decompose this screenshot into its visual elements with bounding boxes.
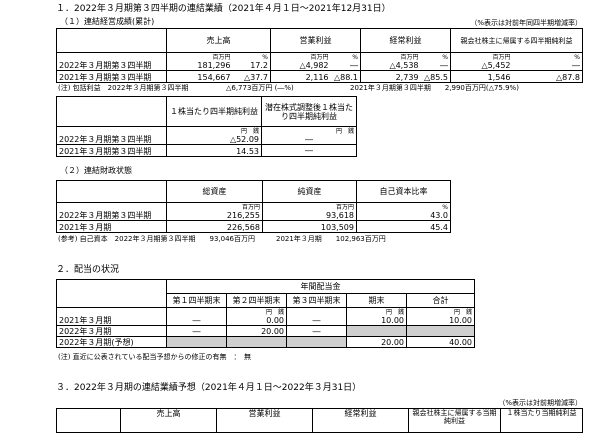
comprehensive-income-current: △6,773百万円 (―%) <box>226 84 294 92</box>
header-eps: １株当たり四半期純利益 <box>166 96 262 127</box>
header-q1: 第１四半期末 <box>166 293 227 308</box>
header-sales: 売上高 <box>166 28 271 53</box>
cell-eps: △52.09 <box>229 135 259 144</box>
cell-ord-pct: ― <box>440 61 448 70</box>
section1-subtitle: （１）連結経営成績(累計) <box>60 17 155 26</box>
cell-diluted: ― <box>305 135 313 144</box>
section1-title: １．2022年３月期第３四半期の連結業績（2021年４月１日～2021年12月3… <box>56 4 391 14</box>
cell-net: △5,452 <box>481 61 511 70</box>
section4-title: ３．2022年３月期の連結業績予想（2021年４月１日～2022年３月31日） <box>56 383 362 393</box>
cell-op: △4,982 <box>299 61 329 70</box>
row-label: 2021年３月期第３四半期 <box>56 70 167 83</box>
header-equity-ratio: 自己資本比率 <box>356 180 451 203</box>
header-diluted-eps: 潜在株式調整後１株当たり四半期純利益 <box>261 96 357 127</box>
cell-ratio: 43.0 <box>430 211 448 220</box>
section4-note-right: （%表示は対前期増減率） <box>498 399 582 407</box>
cell-assets: 216,255 <box>226 211 260 220</box>
cell-sales-pct: 17.2 <box>250 61 268 70</box>
dividends-table: 年間配当金 第１四半期末 第２四半期末 第３四半期末 期末 合計 2021年３月… <box>56 279 475 348</box>
cell-net-assets: 93,618 <box>326 211 354 220</box>
forecast-table: 売上高 営業利益 経常利益 親会社株主に帰属する当期純利益 １株当たり当期純利益 <box>56 408 583 433</box>
comprehensive-income-prior: 2021年３月期第３四半期 2,990百万円(△75.9%) <box>350 84 519 92</box>
header-ordinary-income: 経常利益 <box>360 28 451 53</box>
cell-op-pct: ― <box>350 61 358 70</box>
equity-reference-note: (参考) 自己資本 2022年３月期第３四半期 93,046百万円 2021年３… <box>58 235 386 243</box>
header-q2: 第２四半期末 <box>226 293 287 308</box>
operating-results-table: 売上高 営業利益 経常利益 親会社株主に帰属する四半期純利益 2022年３月期第… <box>56 28 583 83</box>
forecast-header-op: 営業利益 <box>216 408 313 433</box>
eps-table: １株当たり四半期純利益 潜在株式調整後１株当たり四半期純利益 2022年３月期第… <box>56 96 357 157</box>
comprehensive-income-note: (注) 包括利益 2022年３月期第３四半期 <box>58 84 189 92</box>
header-operating-income: 営業利益 <box>270 28 361 53</box>
section2-subtitle: （２）連結財政状態 <box>60 166 132 175</box>
section3-title: ２．配当の状況 <box>56 265 120 275</box>
section1-note-right: （%表示は対前年同四半期増減率） <box>470 19 582 27</box>
header-total-assets: 総資産 <box>166 180 263 203</box>
header-year-end: 期末 <box>346 293 407 308</box>
forecast-header-ord: 経常利益 <box>312 408 409 433</box>
cell-ord: △4,538 <box>389 61 419 70</box>
header-total: 合計 <box>406 293 475 308</box>
header-net-income: 親会社株主に帰属する四半期純利益 <box>450 28 583 53</box>
forecast-header-sales: 売上高 <box>120 408 217 433</box>
dividend-revision-note: (注) 直近に公表されている配当予想からの修正の有無 ： 無 <box>58 353 251 361</box>
header-annual-dividend: 年間配当金 <box>166 279 475 294</box>
row-label: 2022年３月期第３四半期 <box>56 52 167 71</box>
header-net-assets: 純資産 <box>262 180 357 203</box>
cell-net-pct: ― <box>572 61 580 70</box>
header-q3: 第３四半期末 <box>286 293 347 308</box>
forecast-header-eps: １株当たり当期純利益 <box>500 408 583 433</box>
forecast-header-net: 親会社株主に帰属する当期純利益 <box>408 408 501 433</box>
cell-sales: 181,296 <box>197 61 231 70</box>
